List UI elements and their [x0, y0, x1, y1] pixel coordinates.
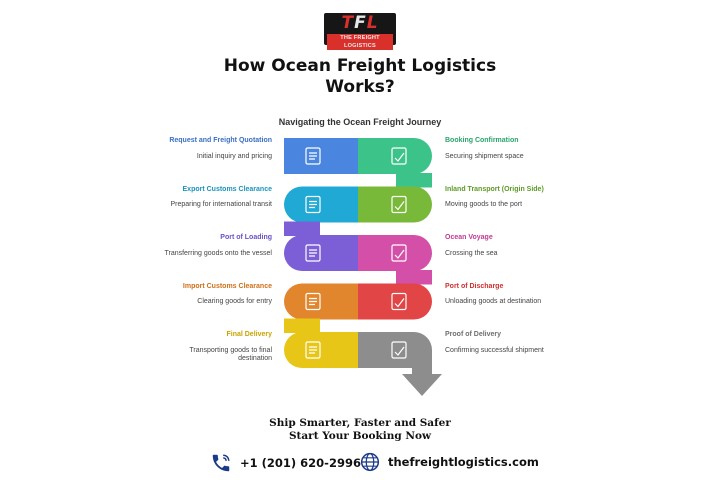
connector	[396, 270, 432, 285]
step-title: Import Customs Clearance	[182, 282, 272, 290]
segment-9	[284, 332, 358, 368]
step-title: Inland Transport (Origin Side)	[445, 185, 544, 193]
step-description: Unloading goods at destination	[445, 298, 542, 305]
step-4: Inland Transport (Origin Side) Moving goo…	[445, 186, 555, 210]
step-description: Transporting goods to final destination	[189, 346, 272, 363]
connector	[284, 221, 320, 236]
segment-2	[358, 138, 432, 174]
phone-contact[interactable]: +1 (201) 620-2996	[210, 452, 361, 474]
website-contact[interactable]: thefreightlogistics.com	[360, 452, 539, 472]
step-title: Ocean Voyage	[445, 234, 493, 241]
truck-box-icon	[391, 195, 407, 214]
step-title: Booking Confirmation	[445, 137, 519, 144]
diagram-title: Navigating the Ocean Freight Journey	[278, 117, 442, 127]
step-title: Export Customs Clearance	[182, 185, 272, 193]
sailboat-icon	[391, 244, 407, 262]
step-description: Securing shipment space	[445, 152, 524, 160]
step-description: Transferring goods onto the vessel	[164, 249, 272, 257]
step-description: Confirming successful shipment	[445, 346, 544, 354]
page-title: How Ocean Freight Logistics Works?	[223, 56, 497, 97]
segment-5	[284, 235, 358, 271]
website-url[interactable]: thefreightlogistics.com	[388, 455, 539, 469]
step-title: Proof of Delivery	[445, 331, 502, 338]
delivery-truck-icon	[305, 341, 321, 359]
connector	[396, 173, 432, 188]
step-title: Port of Discharge	[445, 282, 504, 290]
phone-icon	[212, 454, 230, 472]
step-description: Preparing for international transit	[170, 201, 272, 208]
step-description: Crossing the sea	[445, 249, 498, 257]
phone-number[interactable]: +1 (201) 620-2996	[240, 456, 361, 470]
check-box-icon	[391, 341, 407, 359]
step-description: Clearing goods for entry	[197, 298, 272, 305]
step-title: Final Delivery	[226, 331, 272, 338]
customs-desk-icon	[305, 292, 321, 311]
logo-tagline: THE FREIGHT LOGISTICS	[327, 34, 393, 50]
connector	[284, 318, 320, 333]
segment-4	[358, 186, 432, 223]
step-description: Initial inquiry and pricing	[196, 152, 272, 160]
segment-3	[284, 186, 358, 223]
call-to-action: Ship Smarter, Faster and Safer Start You…	[269, 417, 451, 442]
crane-icon	[305, 244, 321, 262]
segment-7	[284, 283, 358, 320]
segment-10	[358, 332, 442, 396]
globe-icon	[360, 452, 380, 472]
step-title: Port of Loading	[220, 234, 272, 241]
step-description: Moving goods to the port	[445, 201, 523, 208]
segment-8	[358, 283, 432, 320]
segment-1	[284, 138, 358, 174]
step-title: Request and Freight Quotation	[169, 137, 272, 144]
customs-officer-icon	[305, 195, 321, 214]
segment-6	[358, 235, 432, 271]
unload-box-icon	[391, 292, 407, 311]
document-icon	[305, 147, 321, 165]
company-logo: TFL THE FREIGHT LOGISTICS	[324, 13, 396, 50]
lock-box-icon	[391, 147, 407, 165]
